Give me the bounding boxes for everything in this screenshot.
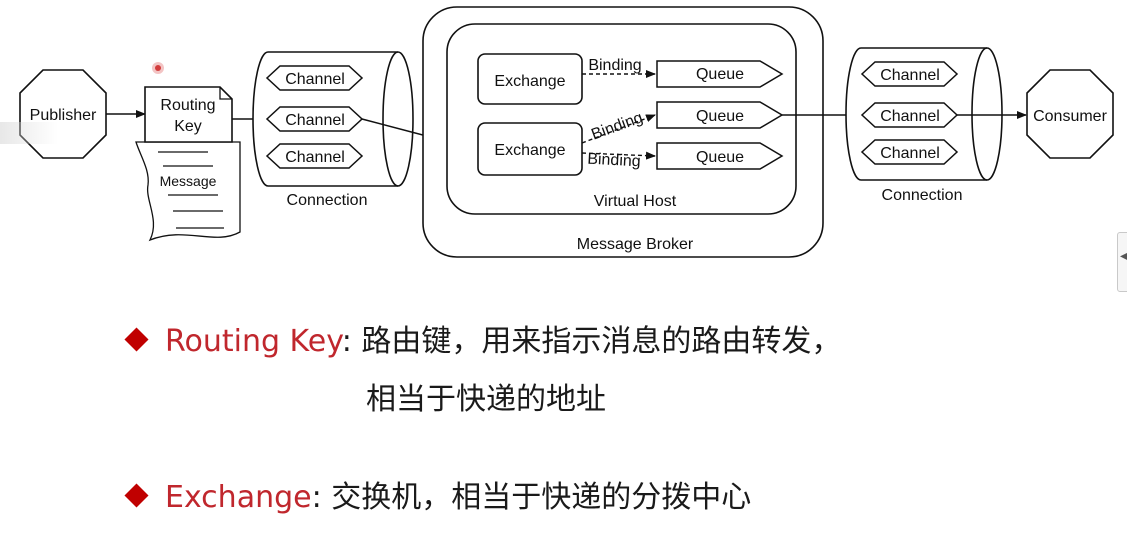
bullet-text-continued: 相当于快递的地址 [366, 382, 606, 417]
right-channel-1-label: Channel [880, 67, 940, 84]
left-connection-label: Connection [287, 192, 368, 209]
right-channel-2-label: Channel [880, 108, 940, 125]
queue-2-label: Queue [696, 108, 744, 125]
blurred-edge [0, 122, 58, 144]
binding-3-line [581, 151, 656, 160]
right-channel-1: Channel [860, 61, 959, 87]
routing-key-note: Routing Key [144, 86, 233, 143]
queue-1: Queue [656, 60, 784, 88]
left-channel-2-label: Channel [285, 112, 345, 129]
exchange-1-label: Exchange [494, 73, 565, 90]
publisher-node: Publisher [19, 69, 107, 159]
left-channel-1-label: Channel [285, 71, 345, 88]
bullet-routing-key: Routing Key: 路由键，用来指示消息的路由转发， [124, 316, 842, 360]
bullet-text: : 交换机，相当于快递的分拨中心 [311, 480, 752, 515]
bullet-exchange: Exchange: 交换机，相当于快递的分拨中心 [124, 472, 752, 516]
queue-3-label: Queue [696, 149, 744, 166]
routing-key-line1: Routing [160, 97, 215, 114]
binding-2-line [581, 114, 656, 144]
binding-3-label: Binding [587, 151, 641, 171]
exchange-2-label: Exchange [494, 142, 565, 159]
queue-3: Queue [656, 142, 784, 170]
bullet-routing-key-continuation: 相当于快递的地址 [366, 374, 606, 418]
left-channel-3-label: Channel [285, 149, 345, 166]
right-channel-3-label: Channel [880, 145, 940, 162]
right-connection-label: Connection [882, 187, 963, 204]
virtual-host-label: Virtual Host [594, 193, 677, 210]
queue-1-label: Queue [696, 66, 744, 83]
message-broker-label: Message Broker [577, 236, 694, 253]
diamond-bullet-icon [124, 483, 149, 508]
message-document: Message [135, 141, 241, 242]
collapse-arrow-icon: ◀ [1120, 251, 1127, 262]
publisher-label: Publisher [30, 107, 97, 124]
right-channel-2: Channel [860, 102, 959, 128]
binding-1-label: Binding [588, 57, 641, 74]
left-channel-2: Channel [265, 106, 364, 132]
message-broker-diagram: Publisher Message Routing Key Connection… [19, 6, 1114, 258]
diamond-bullet-icon [124, 327, 149, 352]
consumer-node: Consumer [1026, 69, 1114, 159]
right-channel-3: Channel [860, 139, 959, 165]
queue-2: Queue [656, 101, 784, 129]
bullet-term: Exchange [165, 480, 312, 515]
bullet-text: : 路由键，用来指示消息的路由转发， [341, 324, 842, 359]
consumer-label: Consumer [1033, 108, 1107, 125]
pointer-dot [152, 62, 164, 74]
exchange-2: Exchange [477, 122, 583, 176]
side-panel-toggle[interactable]: ◀ [1117, 232, 1127, 292]
routing-key-line2: Key [174, 118, 202, 135]
left-channel-3: Channel [265, 143, 364, 169]
message-label: Message [160, 173, 217, 189]
left-channel-1: Channel [265, 65, 364, 91]
exchange-1: Exchange [477, 53, 583, 105]
bullet-term: Routing Key [165, 324, 342, 359]
